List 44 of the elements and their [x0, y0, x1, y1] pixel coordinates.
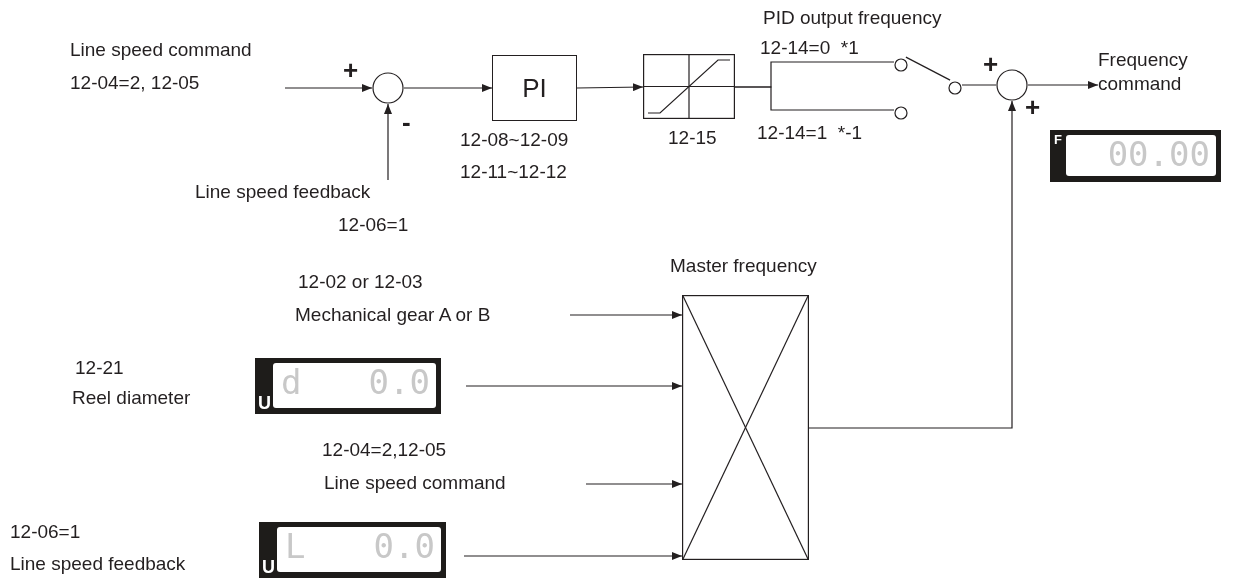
- signal-label: Line speed feedback: [195, 180, 372, 204]
- signal-label: Line speed command: [70, 38, 253, 62]
- signal-label: Mechanical gear A or B: [295, 303, 492, 327]
- signal-label: Frequency command: [1098, 48, 1189, 96]
- lcd-display: [1050, 130, 1221, 182]
- display-letter: F: [1054, 132, 1062, 147]
- signal-label: 12-04=2, 12-05: [70, 71, 201, 95]
- display-letter: U: [258, 393, 271, 414]
- parameter-label: 12-11~12-12: [460, 160, 567, 184]
- arrow: [585, 480, 683, 488]
- sign-label: -: [402, 110, 411, 134]
- block-title: Master frequency: [670, 255, 817, 277]
- arrow: [808, 100, 1016, 429]
- signal-label: Line speed command: [324, 471, 507, 495]
- parameter-label: 12-15: [668, 126, 717, 150]
- sign-label: +: [1025, 95, 1041, 119]
- signal-label: 12-02 or 12-03: [298, 270, 424, 294]
- parameter-label: 12-06=1: [10, 520, 81, 544]
- arrow: [576, 83, 644, 92]
- sign-label: +: [983, 52, 999, 76]
- display-letter: U: [262, 557, 275, 578]
- lcd-display: [255, 358, 441, 414]
- pi-block: PI: [492, 55, 577, 121]
- signal-label: PID output frequency: [763, 6, 942, 30]
- signal-label: 12-04=2,12-05: [322, 438, 448, 462]
- arrow: [465, 382, 683, 390]
- arrow: [384, 103, 392, 181]
- parameter-label: 12-14=0 *1: [760, 36, 859, 60]
- parameter-label: 12-21: [75, 356, 124, 380]
- parameter-label: Line speed feedback: [10, 552, 186, 576]
- arrow: [403, 84, 493, 92]
- parameter-label: Reel diameter: [72, 386, 191, 410]
- arrow: [284, 84, 373, 92]
- lcd-display: [259, 522, 446, 578]
- arrow: [463, 552, 683, 560]
- arrow: [1027, 81, 1099, 89]
- parameter-label: 12-14=1 *-1: [757, 121, 863, 145]
- connector-line: [961, 84, 997, 86]
- switch-blade: [905, 56, 951, 81]
- connector-line: [734, 86, 895, 111]
- parameter-label: 12-08~12-09: [460, 128, 569, 152]
- sign-label: +: [343, 58, 359, 82]
- arrow: [569, 311, 683, 319]
- signal-label: 12-06=1: [338, 213, 410, 237]
